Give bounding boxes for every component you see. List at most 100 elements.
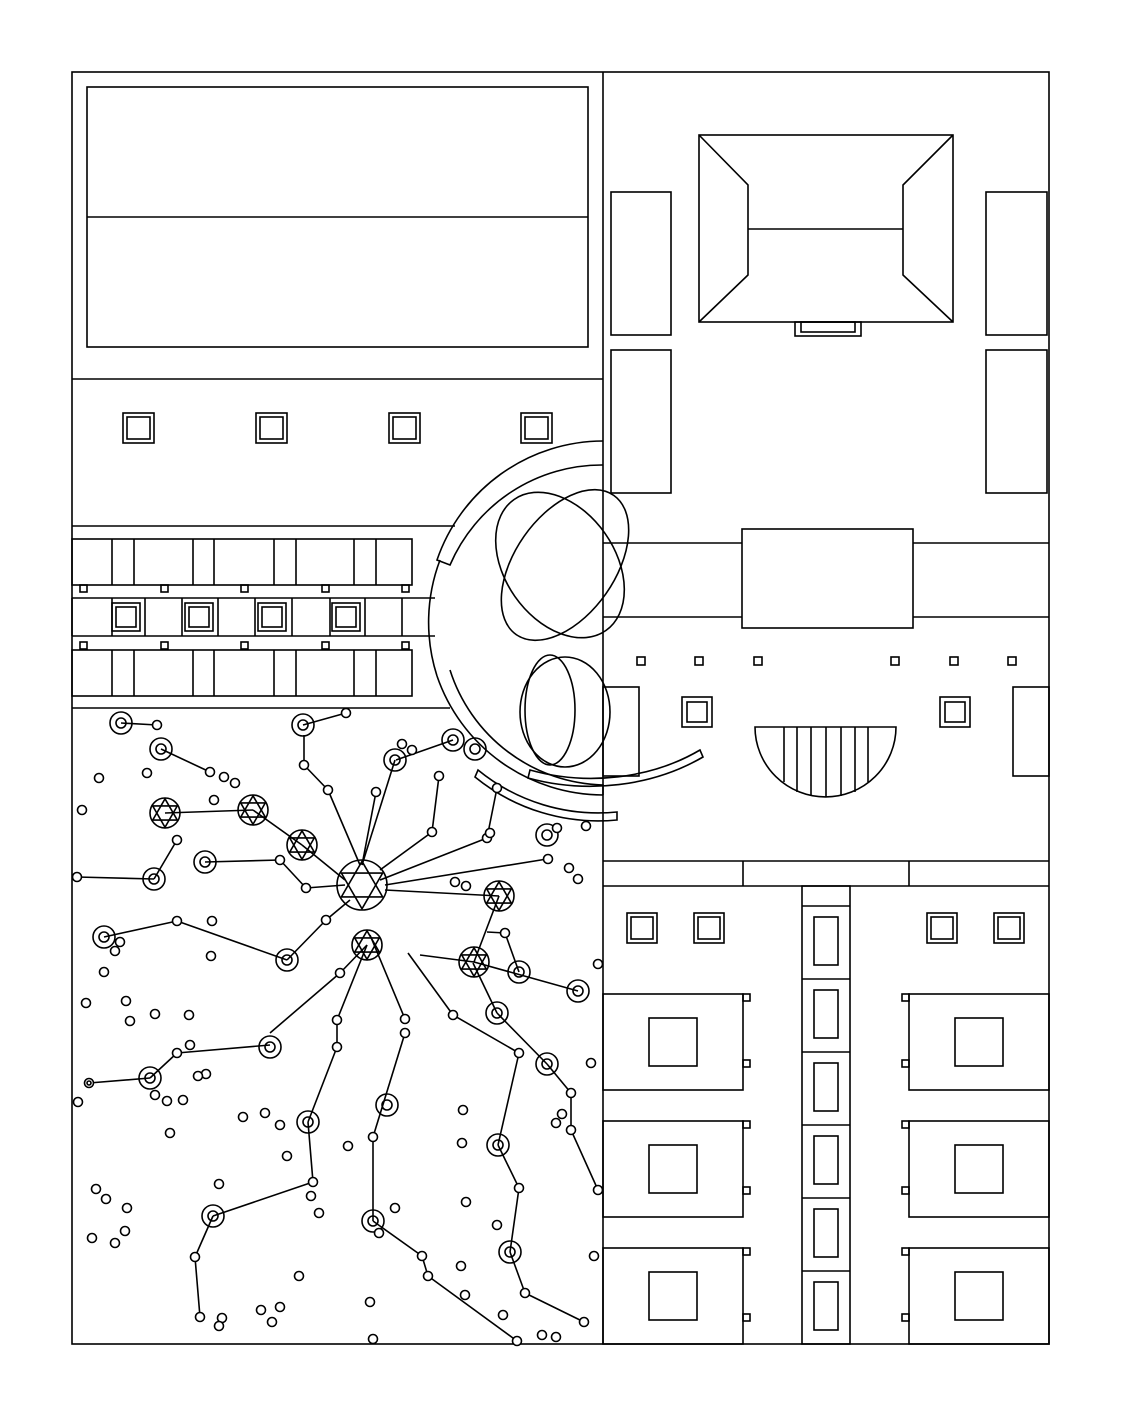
network-link xyxy=(361,759,396,866)
network-link xyxy=(176,1044,271,1054)
network-link xyxy=(361,791,377,866)
network-link xyxy=(431,775,440,833)
network-dot xyxy=(313,1207,325,1219)
network-link xyxy=(307,1121,314,1183)
middle-right-area xyxy=(602,656,1050,887)
peg xyxy=(901,993,910,1002)
network-dot xyxy=(459,1289,471,1301)
room-right-inner xyxy=(954,1144,1004,1194)
network-link xyxy=(473,961,579,992)
seat-square-inner xyxy=(188,606,210,628)
ring-node-center xyxy=(148,873,160,885)
star-icon xyxy=(239,794,267,818)
network-dot xyxy=(119,1225,131,1237)
network-dot xyxy=(274,854,286,866)
network-dot xyxy=(83,1077,95,1089)
window-square xyxy=(993,912,1025,944)
ring-node xyxy=(463,737,487,761)
peg xyxy=(321,641,330,650)
peg xyxy=(79,584,88,593)
network-dot xyxy=(208,794,220,806)
network-dot xyxy=(572,873,584,885)
network-dot xyxy=(109,945,121,957)
top-left-panel xyxy=(72,86,603,380)
room-left xyxy=(602,1120,744,1218)
network-link xyxy=(301,844,346,881)
network-dot xyxy=(416,1250,428,1262)
network-dot xyxy=(114,936,126,948)
network-dot xyxy=(300,882,312,894)
network-link xyxy=(546,1063,572,1094)
network-link xyxy=(103,920,178,938)
column-cell xyxy=(813,1135,839,1185)
network-dot xyxy=(189,1251,201,1263)
network-dot xyxy=(511,1335,523,1347)
network-dot xyxy=(556,1108,568,1120)
ring-node xyxy=(296,1110,320,1134)
ring-node xyxy=(383,748,407,772)
window-square-inner xyxy=(997,916,1021,940)
top-right-hall xyxy=(603,134,1049,629)
network-dot xyxy=(367,1333,379,1345)
network-dot xyxy=(213,1178,225,1190)
ring-node xyxy=(291,713,315,737)
network-dot xyxy=(592,958,604,970)
network-dot xyxy=(80,997,92,1009)
column-cell xyxy=(813,989,839,1039)
network-dot xyxy=(565,1124,577,1136)
peg xyxy=(742,1120,751,1129)
window-square-inner xyxy=(630,916,654,940)
peg xyxy=(901,1313,910,1322)
peg xyxy=(901,1186,910,1195)
network-link xyxy=(497,1144,520,1189)
peg xyxy=(742,993,751,1002)
network-dot xyxy=(373,1227,385,1239)
ring-node-center xyxy=(98,931,110,943)
bottom-right-rooms xyxy=(602,885,1050,1345)
peg xyxy=(321,584,330,593)
network-dot xyxy=(396,738,408,750)
network-dot xyxy=(305,1190,317,1202)
network-dot xyxy=(98,966,110,978)
window-square xyxy=(626,912,658,944)
network-dot xyxy=(322,784,334,796)
seat-square xyxy=(331,602,361,632)
network-dot xyxy=(100,1193,112,1205)
network-dot xyxy=(183,1009,195,1021)
ring-node-center xyxy=(469,743,481,755)
network-dot xyxy=(460,1196,472,1208)
peg xyxy=(160,641,169,650)
window-square-inner xyxy=(259,416,284,440)
star-icon xyxy=(353,929,381,953)
network-link xyxy=(379,837,488,881)
ring-node-center xyxy=(264,1041,276,1053)
ring-node xyxy=(149,737,173,761)
peg xyxy=(901,1059,910,1068)
network-dot xyxy=(161,1095,173,1107)
ring-node-center xyxy=(504,1246,516,1258)
network-dot xyxy=(456,1137,468,1149)
ring-node xyxy=(138,1066,162,1090)
network-dot xyxy=(206,915,218,927)
star-icon xyxy=(460,946,488,970)
network-dot xyxy=(550,1117,562,1129)
network-dot xyxy=(124,1015,136,1027)
peg xyxy=(742,1313,751,1322)
ring-node xyxy=(142,867,166,891)
room-left xyxy=(602,1247,744,1345)
network-dot xyxy=(331,1014,343,1026)
ring-node xyxy=(375,1093,399,1117)
network-dot xyxy=(194,1311,206,1323)
network-link xyxy=(305,884,346,889)
network-dot xyxy=(433,770,445,782)
network-dot xyxy=(406,744,418,756)
network-link xyxy=(379,831,433,871)
room-left-inner xyxy=(648,1144,698,1194)
room-right xyxy=(908,993,1050,1091)
ring-node-center xyxy=(144,1072,156,1084)
network-link xyxy=(153,839,178,880)
peg xyxy=(401,584,410,593)
ring-node xyxy=(258,1035,282,1059)
network-dot xyxy=(192,1070,204,1082)
